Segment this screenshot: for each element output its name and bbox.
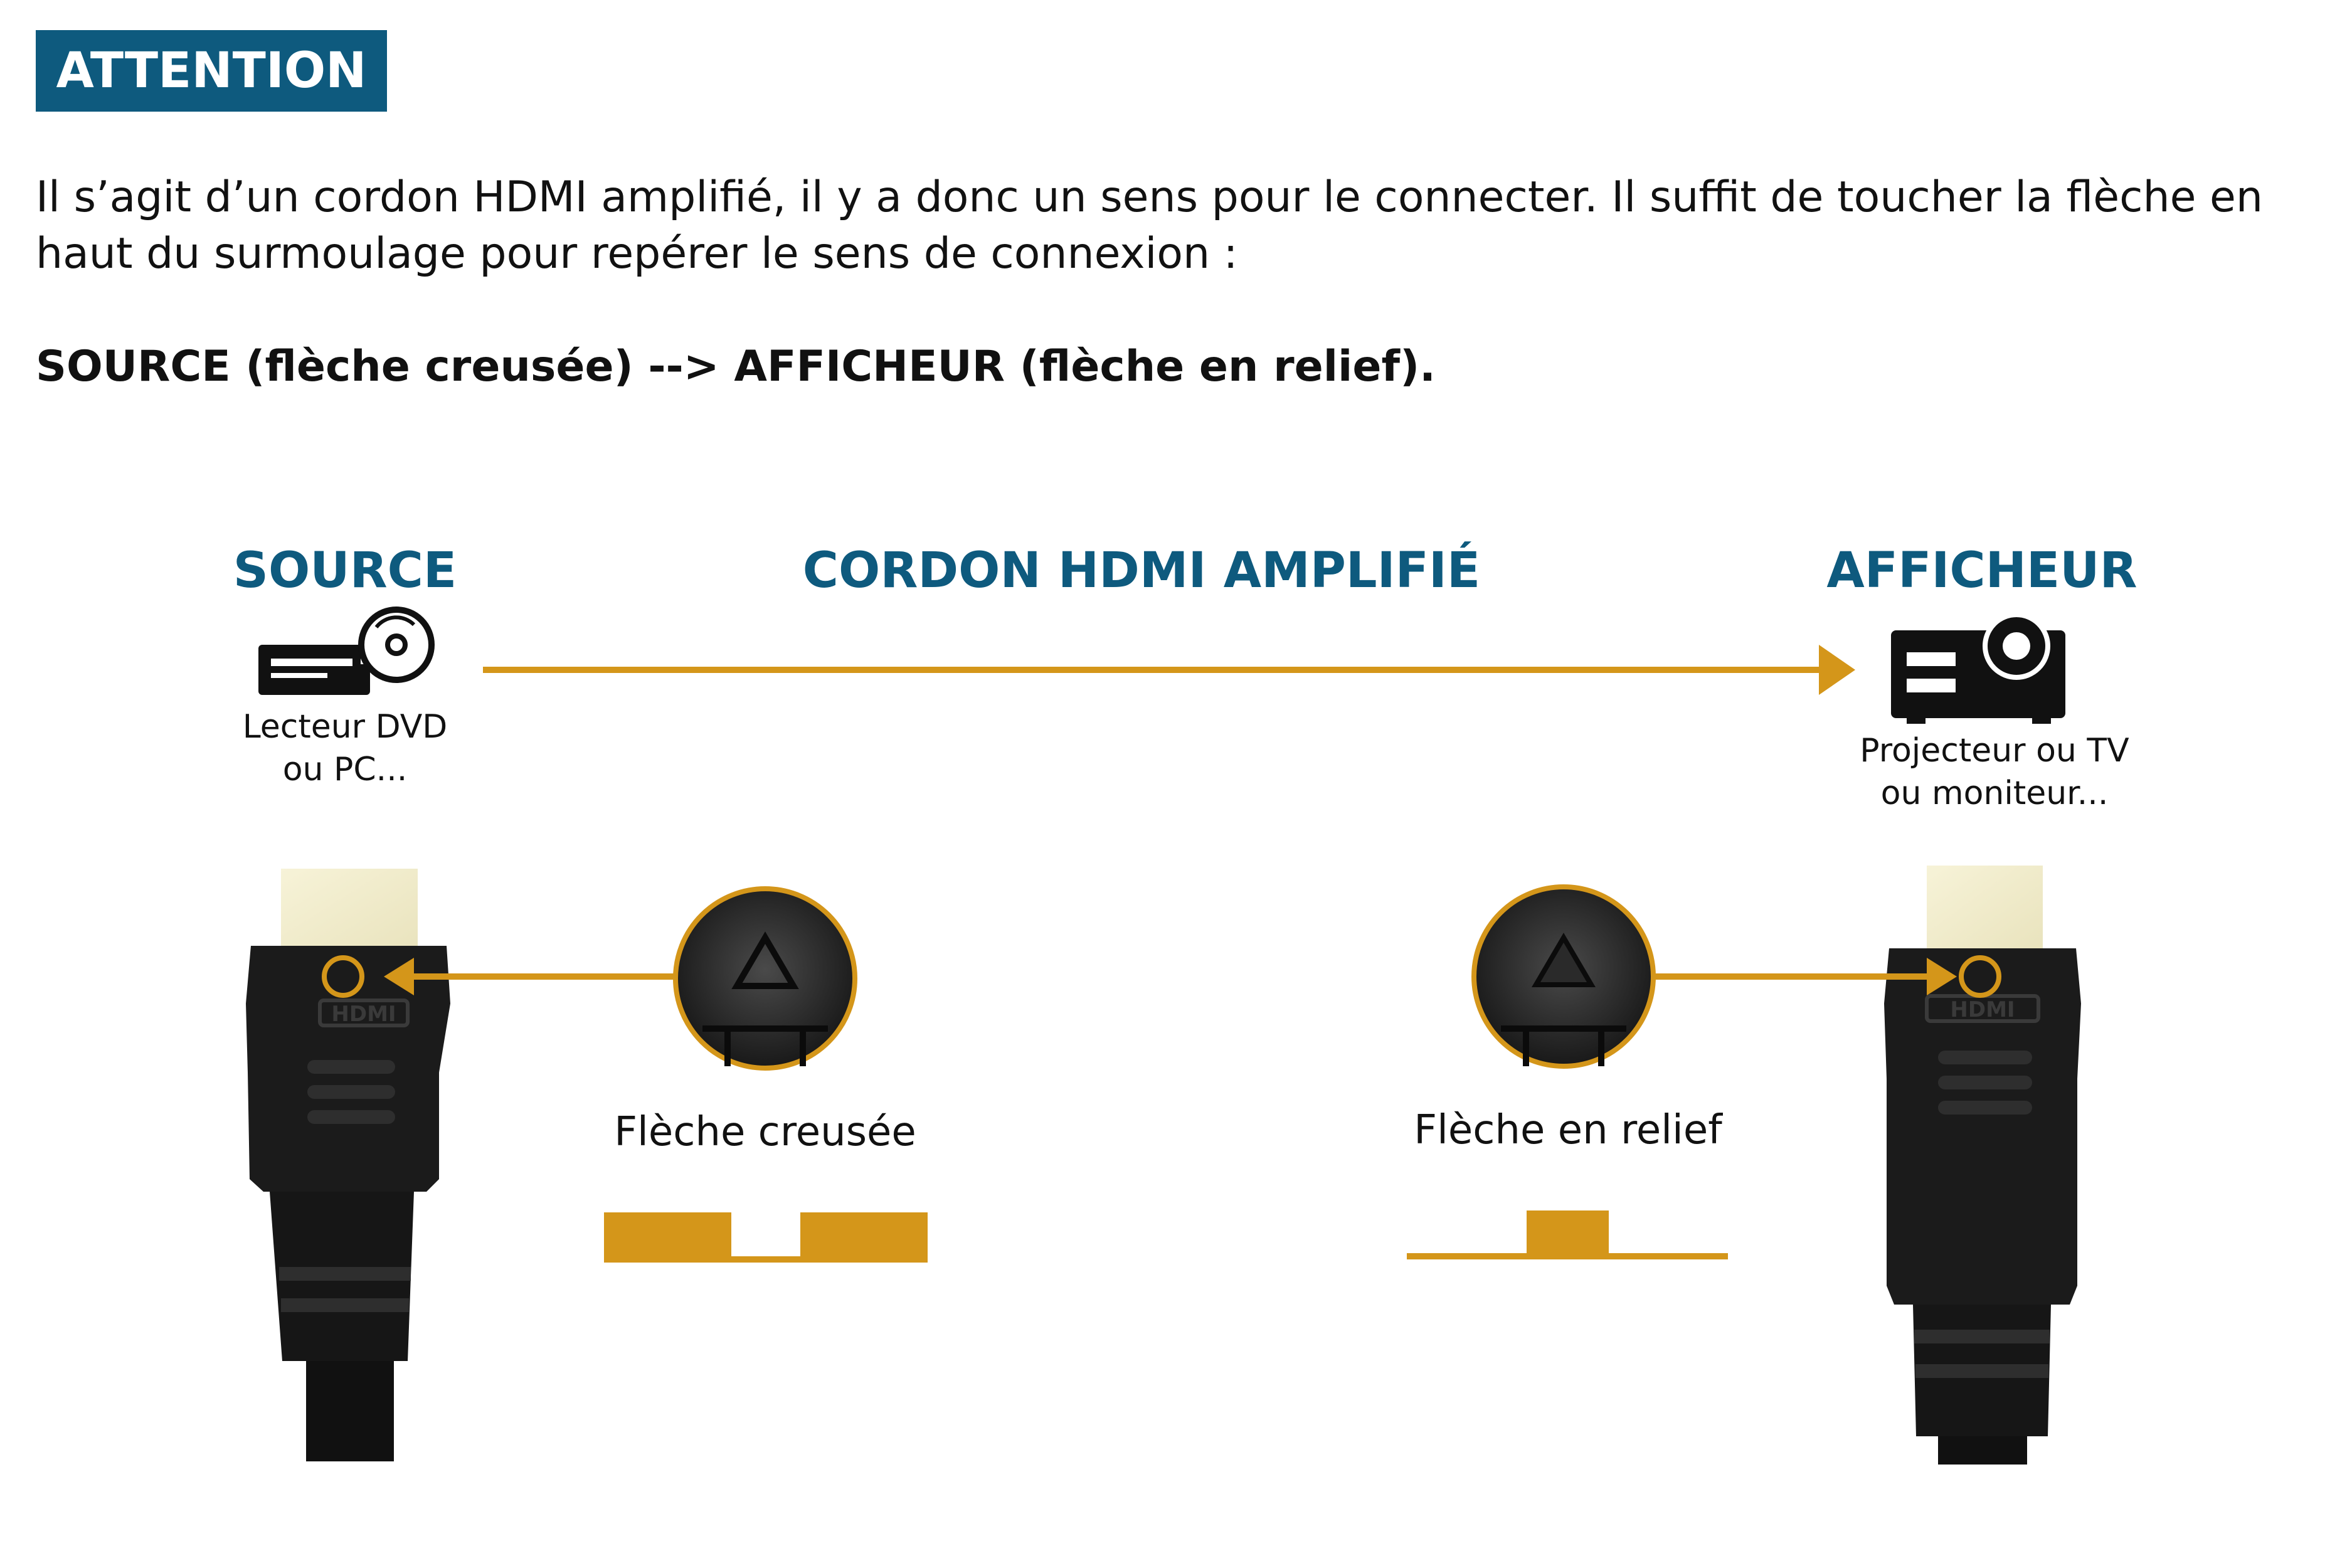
dvd-player-icon xyxy=(258,607,435,695)
display-hdmi-connector: HDMI xyxy=(1884,866,2081,1465)
raised-arrow-zoom xyxy=(1471,884,1656,1069)
display-caption-line1: Projecteur ou TV xyxy=(1860,732,2129,770)
source-connector-logo: HDMI xyxy=(331,1002,396,1027)
attention-badge: ATTENTION xyxy=(36,30,387,112)
raised-pointer-arrow xyxy=(1653,958,1957,995)
recessed-arrow-zoom xyxy=(673,886,857,1071)
recessed-pointer-arrow xyxy=(384,958,675,995)
source-hdmi-connector: HDMI xyxy=(246,869,450,1461)
cable-direction-arrow xyxy=(483,645,1855,695)
source-title: SOURCE xyxy=(233,543,457,599)
source-caption-line2: ou PC... xyxy=(282,751,408,788)
display-title: AFFICHEUR xyxy=(1826,543,2137,599)
raised-arrow-label: Flèche en relief xyxy=(1414,1107,1722,1153)
raised-profile-schematic xyxy=(1407,1210,1728,1259)
direction-rule: SOURCE (flèche creusée) --> AFFICHEUR (f… xyxy=(36,342,1436,391)
source-caption-line1: Lecteur DVD xyxy=(242,708,448,746)
intro-paragraph: Il s’agit d’un cordon HDMI amplifié, il … xyxy=(36,172,2263,278)
display-connector-logo: HDMI xyxy=(1950,997,2015,1022)
display-caption-line2: ou moniteur... xyxy=(1880,775,2109,812)
projector-icon xyxy=(1891,612,2065,724)
cable-title: CORDON HDMI AMPLIFIÉ xyxy=(802,543,1481,599)
recessed-profile-schematic xyxy=(604,1212,928,1263)
recessed-arrow-label: Flèche creusée xyxy=(614,1109,916,1155)
